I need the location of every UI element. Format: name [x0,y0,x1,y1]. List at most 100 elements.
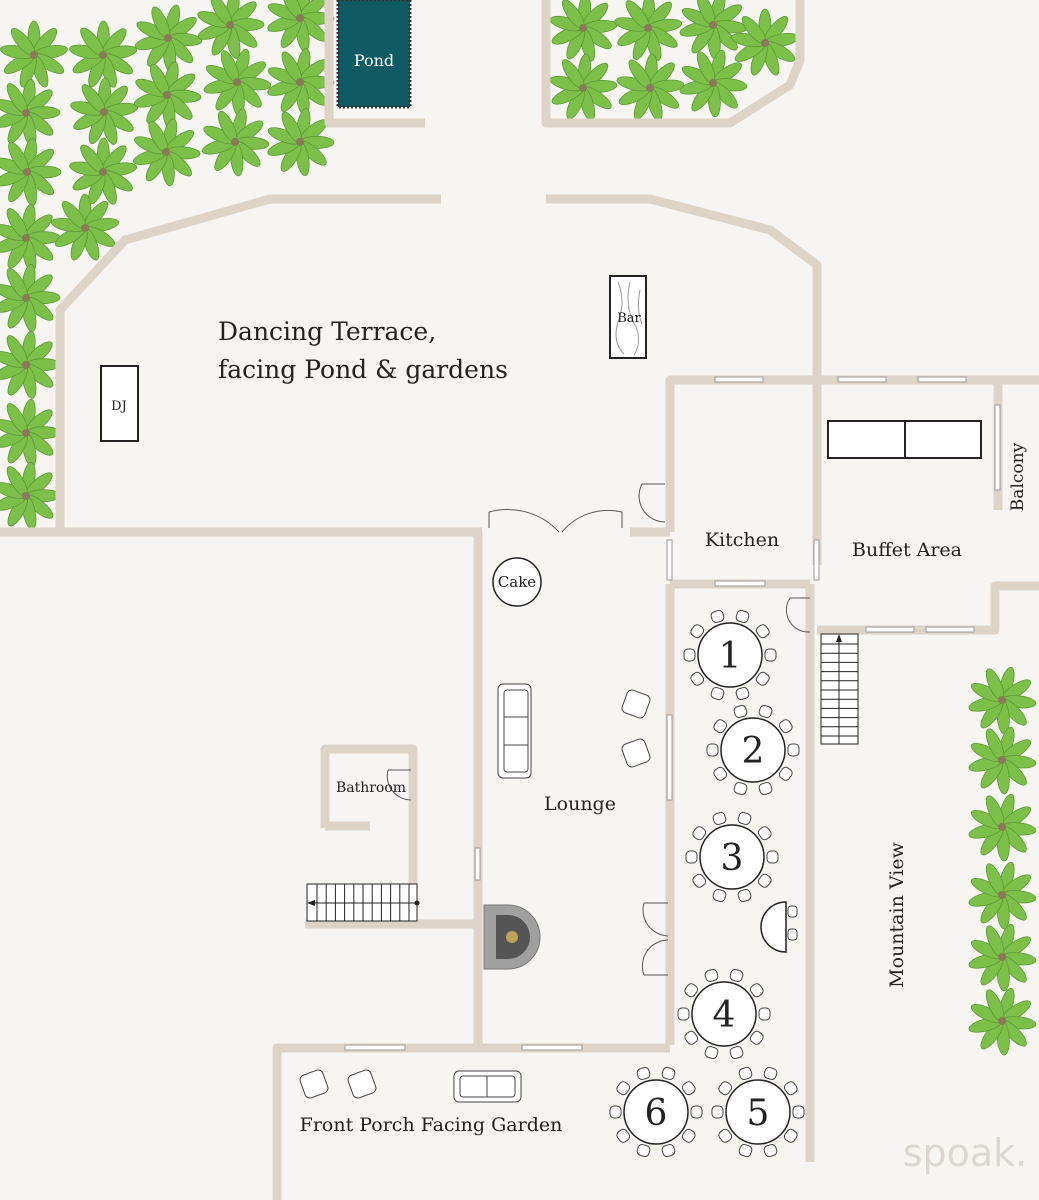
palm-tree-icon [201,108,270,177]
fireplace [483,904,541,970]
chair [616,1128,631,1143]
palm-trees [0,0,1037,1056]
window [474,847,481,881]
chair [763,1066,778,1081]
armchair [621,689,651,719]
window [994,404,1001,491]
window [813,539,820,581]
round-table-3: 3 [685,811,779,903]
palm-tree-icon [69,20,138,88]
window [917,376,967,383]
chair [711,1105,724,1119]
palm-tree-icon [0,461,61,530]
table-number: 6 [645,1093,668,1134]
round-table-1: 1 [683,609,777,701]
chair [764,648,777,662]
chair [735,609,750,624]
palm-tree-icon [134,4,203,73]
table-number: 1 [719,636,742,677]
palm-tree-icon [679,49,748,118]
window [666,714,673,801]
chair [757,826,772,841]
chair [692,873,707,888]
chair [757,873,772,888]
cake-label: Cake [498,573,537,591]
chair [710,609,725,624]
staircase-right [820,633,859,745]
door-lounge-2 [641,939,669,976]
chair [749,983,764,998]
window [666,539,673,581]
chair [712,811,727,826]
chair [778,766,793,781]
half-round-top [760,901,787,953]
dj-booth: DJ [100,365,139,442]
chair [787,905,798,918]
palm-tree-icon [0,138,62,206]
door-kitchen [638,483,666,523]
chair [704,1045,719,1060]
palm-tree-icon [267,108,335,177]
armchair [347,1069,377,1099]
round-table-2: 2 [706,704,800,796]
chair [677,1007,690,1021]
front-porch-label: Front Porch Facing Garden [300,1114,563,1136]
chair [690,1105,703,1119]
palm-tree-icon [968,987,1037,1056]
chair [763,1143,778,1158]
table-top [623,1079,689,1145]
table-top [725,1079,791,1145]
bar-wood-grain [615,281,643,356]
palm-tree-icon [0,398,61,467]
chair [758,781,773,796]
chair [706,743,719,757]
palm-tree-icon [679,0,748,60]
wall-terrace-right [546,194,822,380]
chair [783,1128,798,1143]
fire-icon [506,931,518,943]
chair [738,1066,753,1081]
chair [787,743,800,757]
chair [718,1128,733,1143]
cake-table: Cake [492,557,542,607]
bar-label: Bar [617,311,641,326]
palm-tree-icon [616,53,685,122]
table-top [691,981,757,1047]
round-table-5: 5 [711,1066,805,1158]
cake-table-top [492,557,542,607]
palm-tree-icon [133,61,202,130]
palm-tree-icon [203,48,272,117]
chair [692,826,707,841]
table-top [720,717,786,783]
chair [690,624,705,639]
door-terrace-right [561,509,623,533]
chair [681,1081,696,1096]
chair [733,781,748,796]
table-number: 3 [721,838,744,879]
chair [684,983,699,998]
windows [344,376,1001,1051]
window [714,580,766,587]
porch-sofa [453,1070,522,1103]
bar: Bar [609,275,647,359]
buffet-tables [827,420,982,459]
chair [713,766,728,781]
stair-arrow-head [307,900,315,906]
chair [636,1066,651,1081]
door-lounge-1 [642,902,669,937]
wall-pond-bed [324,0,425,128]
stair-start-dot [414,900,420,906]
palm-tree-icon [197,0,265,59]
terrace-label-line2: facing Pond & gardens [218,355,508,384]
bathroom-label: Bathroom [336,780,406,796]
buffet-table [827,420,906,459]
window [837,376,887,383]
pond: Pond [336,0,412,109]
chair [729,968,744,983]
table-top [699,824,765,890]
palm-tree-icon [0,330,61,399]
chair [683,648,696,662]
doors [386,483,811,976]
chair [749,1030,764,1045]
